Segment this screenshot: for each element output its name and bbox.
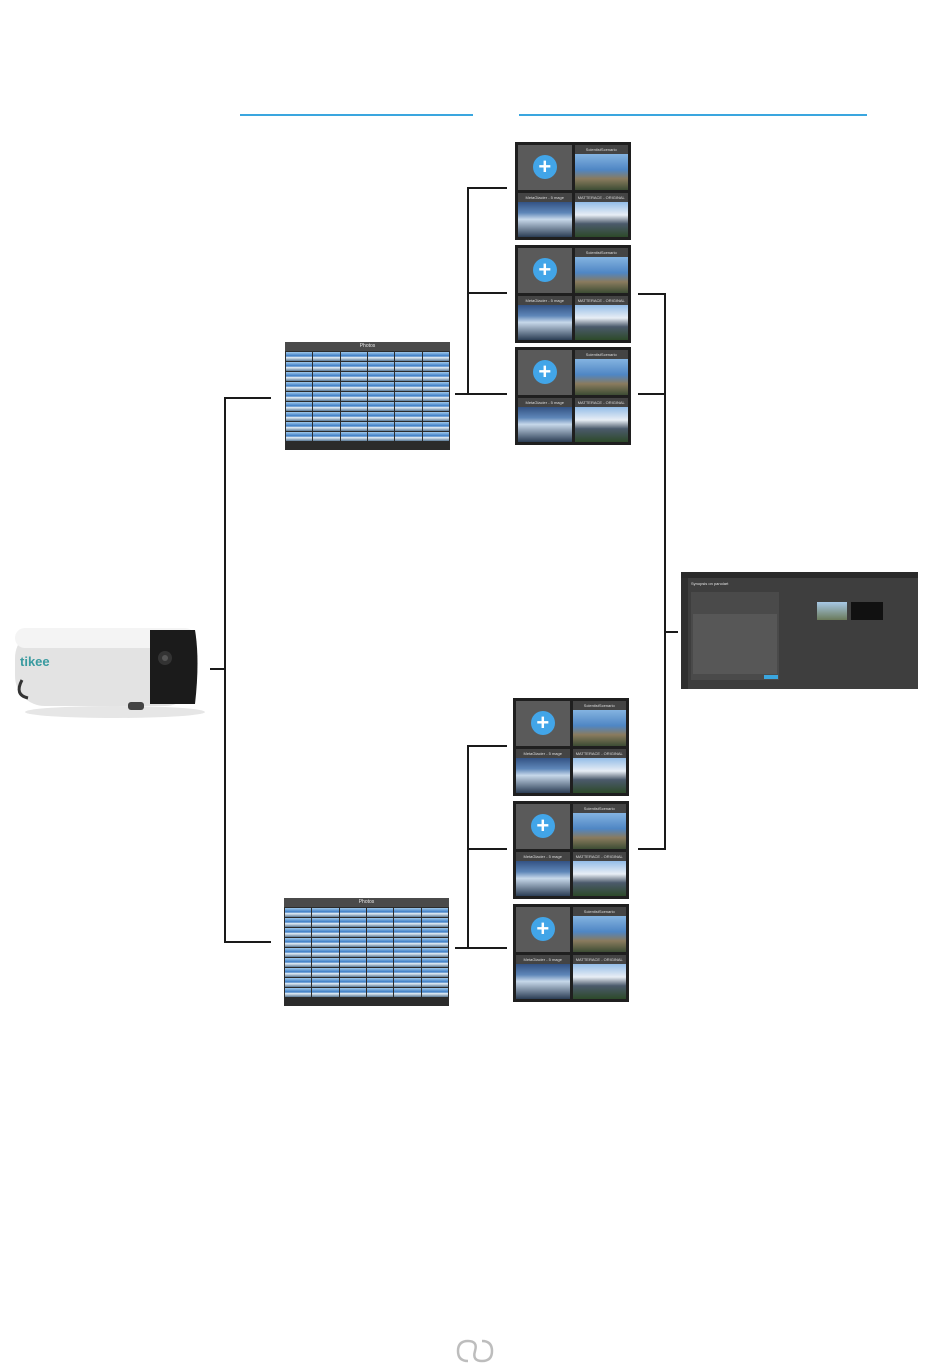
- connector-to-tile-2: [467, 292, 507, 294]
- image-label: MetaGlacier - 5 mage: [518, 295, 572, 305]
- image-label: ScientistScenario: [572, 907, 626, 916]
- photo-grid-bottom: Photos: [284, 898, 449, 1006]
- software-thumb[interactable]: [817, 602, 847, 620]
- image-label: ScientistScenario: [572, 701, 626, 710]
- software-topbar: [681, 572, 918, 578]
- connector-software-trunk: [664, 293, 666, 850]
- column-rule-left: [240, 114, 473, 116]
- image-label: MetaGlacier - 5 mage: [516, 954, 570, 964]
- image-thumb[interactable]: ScientistScenario: [574, 248, 628, 293]
- connector-grid-top-out: [455, 393, 468, 395]
- connector-tile-3-to-software: [638, 393, 666, 395]
- image-label: MATTERACE - ORIGINAL: [574, 192, 628, 202]
- plus-icon[interactable]: +: [530, 814, 555, 839]
- image-thumb[interactable]: ScientistScenario: [572, 701, 626, 746]
- image-thumb[interactable]: ScientistScenario: [572, 804, 626, 849]
- image-label: MATTERACE - ORIGINAL: [574, 397, 628, 407]
- image-thumb[interactable]: MetaGlacier - 5 mage: [518, 295, 572, 340]
- image-thumb[interactable]: MATTERACE - ORIGINAL: [574, 397, 628, 442]
- software-submit-button[interactable]: [764, 675, 778, 679]
- image-thumb[interactable]: MetaGlacier - 5 mage: [516, 748, 570, 793]
- image-thumb[interactable]: MATTERACE - ORIGINAL: [574, 295, 628, 340]
- plus-icon[interactable]: +: [532, 155, 557, 180]
- software-drop-area[interactable]: [693, 614, 777, 674]
- app-tile-2: + ScientistScenario MetaGlacier - 5 mage…: [515, 245, 631, 343]
- image-thumb[interactable]: MetaGlacier - 5 mage: [518, 397, 572, 442]
- image-thumb[interactable]: MetaGlacier - 5 mage: [518, 192, 572, 237]
- software-title: Synopsis on panolart: [691, 581, 729, 586]
- image-label: MATTERACE - ORIGINAL: [572, 851, 626, 861]
- connector-to-tile-4: [467, 745, 507, 747]
- image-thumb[interactable]: MATTERACE - ORIGINAL: [572, 748, 626, 793]
- connector-to-tile-3: [467, 393, 507, 395]
- connector-to-grid-bottom: [224, 941, 271, 943]
- column-rule-right: [519, 114, 867, 116]
- connector-tile-5-to-software: [638, 848, 666, 850]
- image-thumb[interactable]: MATTERACE - ORIGINAL: [574, 192, 628, 237]
- plus-icon[interactable]: +: [532, 360, 557, 385]
- image-thumb[interactable]: MetaGlacier - 5 mage: [516, 851, 570, 896]
- connector-tiles-top-trunk: [467, 187, 469, 395]
- photo-grid-top: Photos: [285, 342, 450, 450]
- image-label: MetaGlacier - 5 mage: [516, 851, 570, 861]
- image-label: ScientistScenario: [574, 248, 628, 257]
- image-thumb[interactable]: ScientistScenario: [574, 350, 628, 395]
- plus-icon[interactable]: +: [532, 258, 557, 283]
- connector-to-tile-1: [467, 187, 507, 189]
- app-tile-3: + ScientistScenario MetaGlacier - 5 mage…: [515, 347, 631, 445]
- image-thumb[interactable]: MetaGlacier - 5 mage: [516, 954, 570, 999]
- connector-to-tile-5: [467, 848, 507, 850]
- connector-tile-2-to-software: [638, 293, 666, 295]
- image-label: MetaGlacier - 5 mage: [516, 748, 570, 758]
- photo-grid-header: Photos: [284, 898, 449, 907]
- software-sidebar: [681, 578, 688, 689]
- image-thumb[interactable]: MATTERACE - ORIGINAL: [572, 954, 626, 999]
- image-label: MetaGlacier - 5 mage: [518, 397, 572, 407]
- tikee-camera-image: tikee: [15, 628, 205, 718]
- app-tile-6: + ScientistScenario MetaGlacier - 5 mage…: [513, 904, 629, 1002]
- image-label: MetaGlacier - 5 mage: [518, 192, 572, 202]
- add-media-box[interactable]: +: [516, 907, 570, 952]
- image-label: MATTERACE - ORIGINAL: [572, 748, 626, 758]
- add-media-box[interactable]: +: [518, 248, 572, 293]
- image-thumb[interactable]: ScientistScenario: [572, 907, 626, 952]
- app-tile-5: + ScientistScenario MetaGlacier - 5 mage…: [513, 801, 629, 899]
- plus-icon[interactable]: +: [530, 711, 555, 736]
- image-label: MATTERACE - ORIGINAL: [572, 954, 626, 964]
- add-media-box[interactable]: +: [518, 145, 572, 190]
- connector-to-grid-top: [224, 397, 271, 399]
- image-label: MATTERACE - ORIGINAL: [574, 295, 628, 305]
- software-screenshot: Synopsis on panolart: [681, 572, 918, 689]
- connector-grid-bottom-out: [455, 947, 468, 949]
- image-label: ScientistScenario: [574, 145, 628, 154]
- photo-grid-header: Photos: [285, 342, 450, 351]
- software-thumb-dark[interactable]: [851, 602, 883, 620]
- connector-camera-trunk: [224, 397, 226, 943]
- app-tile-4: + ScientistScenario MetaGlacier - 5 mage…: [513, 698, 629, 796]
- image-label: ScientistScenario: [572, 804, 626, 813]
- camera-brand-text: tikee: [20, 654, 50, 669]
- app-tile-1: + ScientistScenario MetaGlacier - 5 mage…: [515, 142, 631, 240]
- brand-logo-icon: [456, 1339, 494, 1363]
- connector-to-tile-6: [467, 947, 507, 949]
- add-media-box[interactable]: +: [516, 701, 570, 746]
- connector-camera-stub: [210, 668, 226, 670]
- add-media-box[interactable]: +: [516, 804, 570, 849]
- plus-icon[interactable]: +: [530, 917, 555, 942]
- image-thumb[interactable]: ScientistScenario: [574, 145, 628, 190]
- connector-tiles-bottom-trunk: [467, 745, 469, 949]
- image-thumb[interactable]: MATTERACE - ORIGINAL: [572, 851, 626, 896]
- add-media-box[interactable]: +: [518, 350, 572, 395]
- connector-to-software: [664, 631, 678, 633]
- image-label: ScientistScenario: [574, 350, 628, 359]
